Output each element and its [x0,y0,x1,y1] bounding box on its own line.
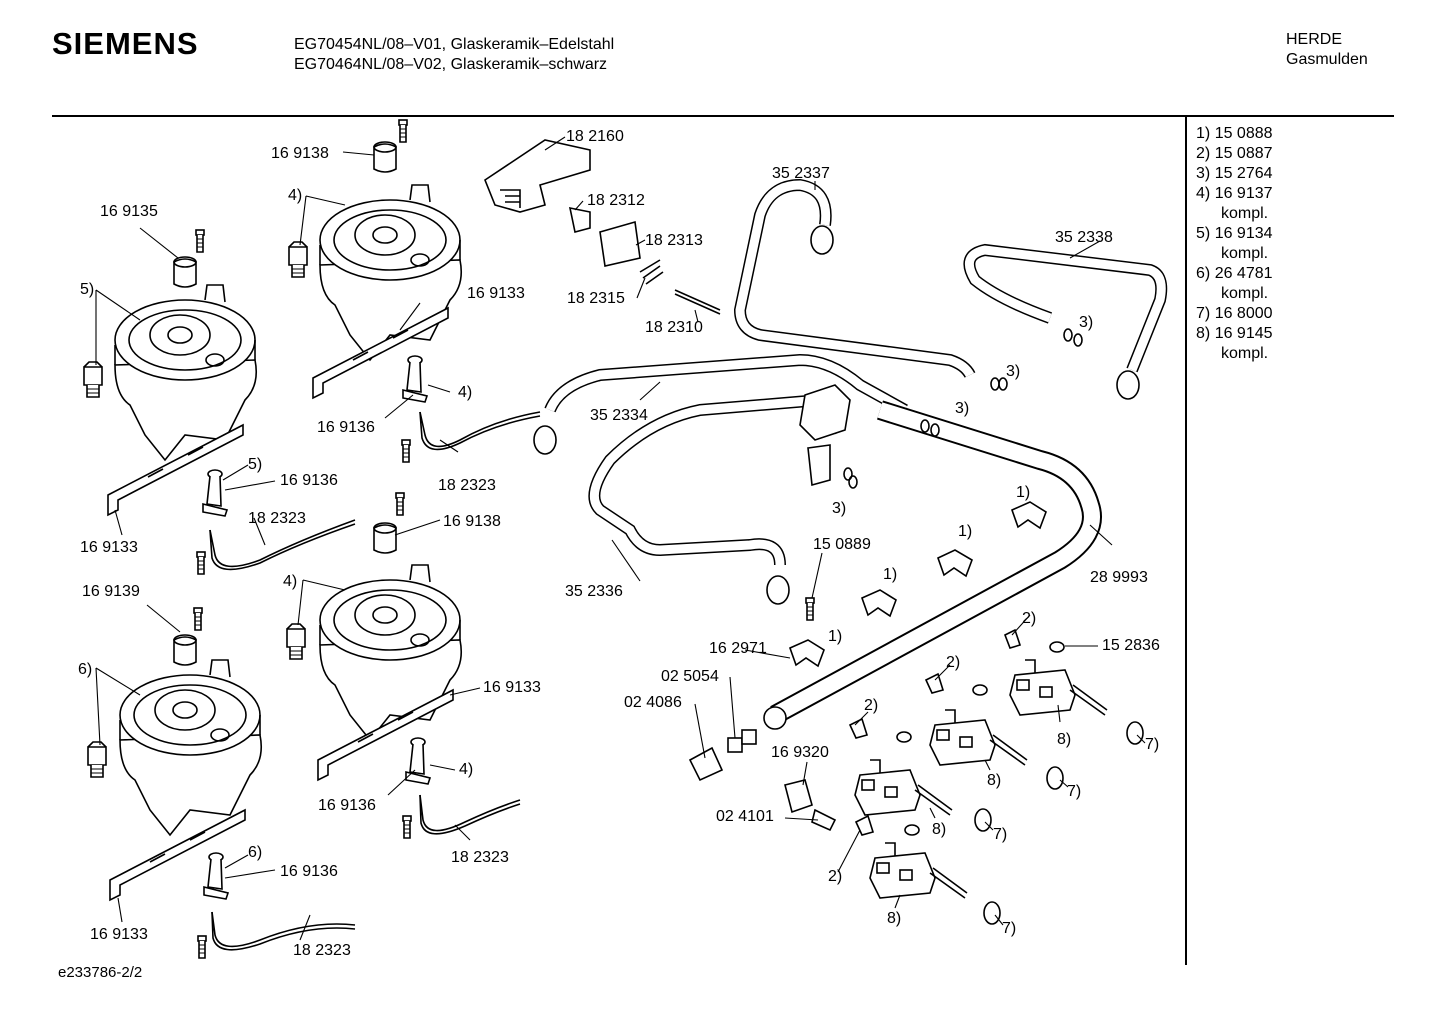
header-divider [52,115,1394,117]
callout-label: 16 9133 [90,926,148,943]
callout-label: 1) [828,628,843,645]
callout-label: 35 2337 [772,165,830,182]
callout-label: 16 9136 [280,472,338,489]
callout-label: 16 9136 [280,863,338,880]
callout-label: 18 2323 [293,942,351,959]
callout-label: 1) [958,523,973,540]
callout-label: 18 2323 [451,849,509,866]
legend-note: kompl. [1221,345,1269,362]
callout-label: 2) [1022,610,1037,627]
legend-note: kompl. [1221,285,1269,302]
category-line-1: HERDE [1286,31,1343,48]
callout-label: 7) [1067,783,1082,800]
callout-label: 18 2310 [645,319,703,336]
callout-label: 7) [1145,736,1160,753]
callout-label: 16 9133 [467,285,525,302]
burner-left-lower [119,659,263,836]
callout-label: 3) [955,400,970,417]
callout-label: 4) [288,187,303,204]
callout-label: 2) [828,868,843,885]
callout-label: 2) [946,654,961,671]
callout-label: 02 4086 [624,694,682,711]
callout-label: 16 9138 [271,145,329,162]
legend-item: 4) 16 9137 [1196,185,1273,202]
category-line-2: Gasmulden [1286,51,1368,68]
legend-divider [1185,116,1187,965]
legend-item: 5) 16 9134 [1196,225,1273,242]
callout-label: 35 2334 [590,407,648,424]
callout-label: 18 2160 [566,128,624,145]
callout-label: 16 9138 [443,513,501,530]
callout-label: 16 9139 [82,583,140,600]
callout-label: 02 5054 [661,668,719,685]
callout-label: 4) [283,573,298,590]
legend-item: 8) 16 9145 [1196,325,1273,342]
callout-label: 4) [458,384,473,401]
callout-label: 7) [1002,920,1017,937]
callout-label: 18 2312 [587,192,645,209]
callout-label: 1) [883,566,898,583]
parts-legend: 1) 15 0888 2) 15 0887 3) 15 2764 4) 16 9… [1196,124,1273,364]
callout-label: 35 2336 [565,583,623,600]
callout-label: 18 2323 [248,510,306,527]
legend-item: 1) 15 0888 [1196,125,1273,142]
callout-label: 8) [932,821,947,838]
legend-note: kompl. [1221,205,1269,222]
legend-item: 3) 15 2764 [1196,165,1273,182]
callout-label: 16 9135 [100,203,158,220]
callout-label: 8) [987,772,1002,789]
callout-label: 18 2315 [567,290,625,307]
callout-label: 28 9993 [1090,569,1148,586]
callout-label: 5) [80,281,95,298]
callout-label: 3) [1079,314,1094,331]
callout-label: 02 4101 [716,808,774,825]
callout-label: 16 9136 [317,419,375,436]
callout-label: 15 2836 [1102,637,1160,654]
drawing-id: e233786-2/2 [58,964,143,981]
callout-label: 16 9136 [318,797,376,814]
legend-item: 6) 26 4781 [1196,265,1273,282]
callout-label: 16 9320 [771,744,829,761]
callout-label: 1) [1016,484,1031,501]
callout-label: 3) [1006,363,1021,380]
model-line-2: EG70464NL/08–V02, Glaskeramik–schwarz [294,56,608,73]
callout-label: 16 9133 [80,539,138,556]
callout-label: 15 0889 [813,536,871,553]
legend-item: 2) 15 0887 [1196,145,1273,162]
callout-label: 18 2313 [645,232,703,249]
callout-label: 35 2338 [1055,229,1113,246]
callout-label: 8) [887,910,902,927]
legend-item: 7) 16 8000 [1196,305,1273,322]
callout-label: 16 9133 [483,679,541,696]
callout-label: 8) [1057,731,1072,748]
callout-label: 7) [993,826,1008,843]
callout-label: 16 2971 [709,640,767,657]
burner-top-center [319,184,463,361]
callout-label: 18 2323 [438,477,496,494]
callout-label: 6) [78,661,93,678]
model-line-1: EG70454NL/08–V01, Glaskeramik–Edelstahl [294,36,615,53]
callout-label: 6) [248,844,263,861]
callout-label: 4) [459,761,474,778]
burner-center [319,564,463,741]
callout-label: 3) [832,500,847,517]
legend-note: kompl. [1221,245,1269,262]
callout-label: 5) [248,456,263,473]
brand-logo: SIEMENS [52,26,199,61]
callout-label: 2) [864,697,879,714]
